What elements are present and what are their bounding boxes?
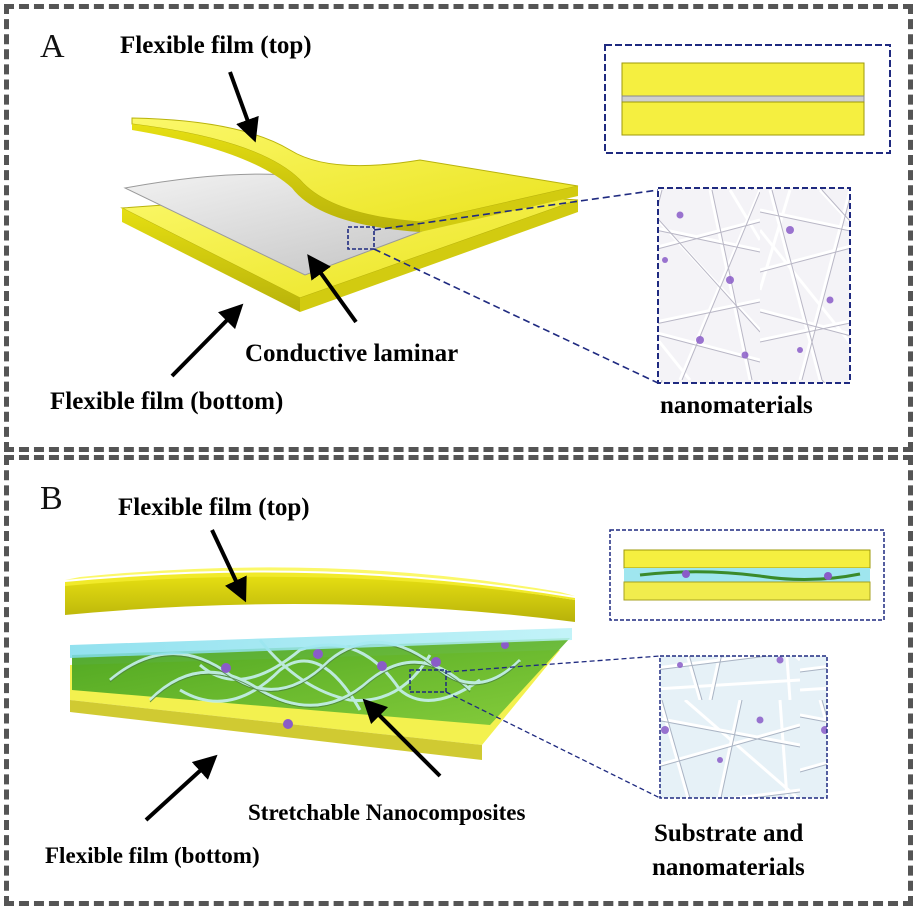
label-a-bottom-film: Flexible film (bottom): [50, 388, 284, 415]
panel-b-nanomaterial-inset: [659, 655, 828, 799]
panel-b-composite-layer: [72, 638, 570, 729]
panel-a-nanomaterial-inset: [657, 187, 851, 384]
label-b-substrate: Substrate and: [654, 820, 804, 847]
panel-b-substrate-layer: [70, 628, 572, 658]
label-a-conductive: Conductive laminar: [245, 340, 459, 367]
label-b-nanomaterials: nanomaterials: [652, 854, 805, 881]
panel-b-letter: B: [40, 480, 63, 517]
panel-b-frame: [4, 455, 913, 906]
arrow-a-conductive: [307, 254, 358, 324]
label-b-composite: Stretchable Nanocomposites: [248, 800, 526, 825]
label-a-top-film: Flexible film (top): [120, 32, 312, 59]
arrow-a-bottom-film: [170, 303, 244, 378]
panel-a-frame: [4, 4, 913, 452]
label-a-nanomaterials: nanomaterials: [660, 392, 813, 419]
label-b-bottom-film: Flexible film (bottom): [45, 843, 260, 868]
label-b-top-film: Flexible film (top): [118, 494, 310, 521]
arrow-b-top-film: [210, 529, 247, 603]
arrow-a-top-film: [228, 71, 259, 143]
arrow-b-bottom-film: [144, 754, 218, 822]
arrow-b-composite: [362, 698, 442, 778]
panel-a-letter: A: [40, 28, 65, 65]
panel-b-zoom-box: [409, 669, 447, 693]
panel-b-top-film: [65, 567, 575, 622]
panel-a-zoom-box: [347, 226, 375, 250]
panel-a-top-film: [131, 117, 579, 232]
